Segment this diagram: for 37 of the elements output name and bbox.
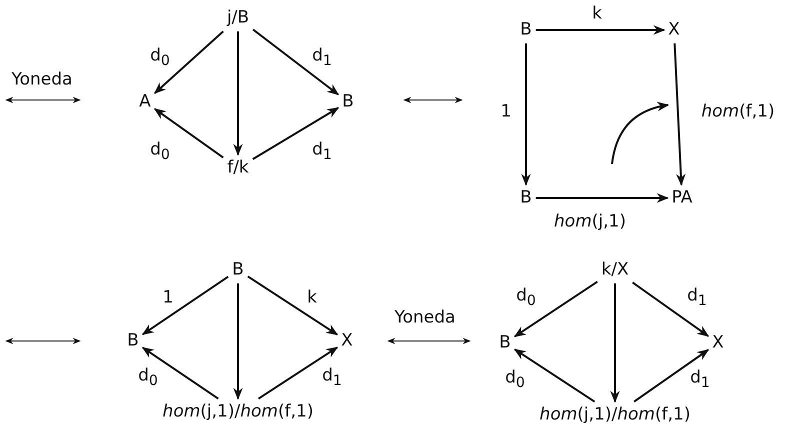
vertex-label: k/X (601, 260, 629, 280)
vertex-label: B (520, 188, 532, 208)
vertex-label: B (127, 332, 139, 350)
arrow (142, 276, 229, 336)
arrow (536, 193, 669, 203)
arrow (154, 30, 224, 94)
vertex-label: B (499, 334, 511, 352)
edge-label: hom(j,1) (553, 212, 627, 232)
arrow (252, 28, 340, 96)
arrow (536, 25, 666, 35)
vertex-label: B (232, 260, 244, 280)
arrow (514, 348, 596, 402)
arrow (247, 276, 338, 336)
arrow (142, 346, 219, 400)
vertex-label: B (342, 92, 354, 112)
arrow (634, 349, 710, 402)
arrow (610, 283, 620, 403)
arrow (514, 280, 598, 338)
vertex-label: PA (672, 188, 692, 208)
arrow (521, 43, 531, 186)
arrow (233, 283, 243, 400)
arrow (252, 107, 340, 160)
vertex-label: X (341, 332, 353, 350)
edge-label: hom(f,1) (700, 102, 776, 122)
vertex-label: X (668, 20, 680, 40)
arrow (674, 43, 686, 186)
arrow (258, 346, 338, 400)
vertex-label: hom(j,1)/hom(f,1) (162, 402, 314, 422)
vertex-label: B (520, 20, 532, 40)
arrow (154, 108, 224, 158)
vertex-label: j/B (226, 8, 250, 28)
arrow (632, 282, 710, 337)
vertex-label: f/k (227, 158, 249, 178)
arrow (233, 31, 243, 156)
vertex-label: X (712, 334, 724, 352)
vertex-label: A (139, 92, 151, 112)
vertex-label: hom(j,1)/hom(f,1) (540, 406, 690, 424)
